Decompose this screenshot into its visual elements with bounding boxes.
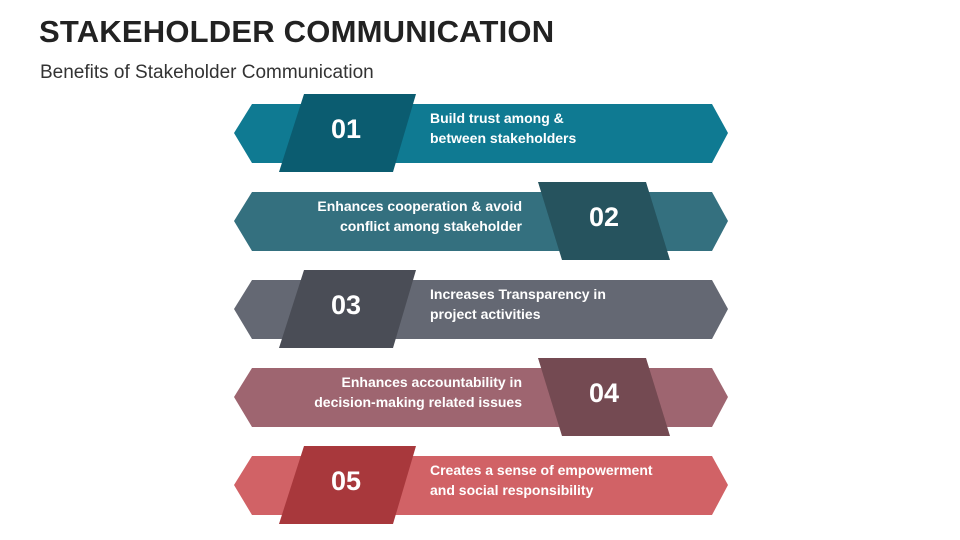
benefit-number-3: 03 [330,290,362,320]
benefit-banner-1 [234,94,728,172]
benefit-text-line: between stakeholders [430,129,577,146]
benefit-item-5: 05 Creates a sense of empowerment and so… [0,442,960,532]
benefit-number-1: 01 [330,114,362,144]
benefit-text-line: project activities [430,305,541,322]
benefit-text-5: Creates a sense of empowerment and socia… [430,461,700,500]
benefit-banner-3 [234,270,728,348]
benefit-text-line: decision-making related issues [314,393,522,410]
benefit-text-2: Enhances cooperation & avoid conflict am… [260,197,522,236]
benefit-text-line: Increases Transparency in [430,286,606,302]
benefit-number-5: 05 [330,466,362,496]
page-subtitle: Benefits of Stakeholder Communication [40,62,374,83]
benefit-text-line: Creates a sense of empowerment [430,462,653,478]
number-tab [279,446,416,524]
benefit-item-2: 02 Enhances cooperation & avoid conflict… [0,178,960,268]
benefit-number-4: 04 [588,378,620,408]
benefit-text-3: Increases Transparency in project activi… [430,285,700,324]
benefit-item-3: 03 Increases Transparency in project act… [0,266,960,356]
page-title: STAKEHOLDER COMMUNICATION [39,14,555,49]
number-tab [538,358,670,436]
benefit-text-line: Build trust among & [430,110,564,126]
number-tab [279,270,416,348]
benefit-text-line: and social responsibility [430,481,594,498]
benefit-text-1: Build trust among & between stakeholders [430,109,700,148]
number-tab [279,94,416,172]
benefit-text-4: Enhances accountability in decision-maki… [260,373,522,412]
benefit-banner-4 [234,358,728,436]
benefit-text-line: conflict among stakeholder [339,217,522,234]
benefit-text-line: Enhances accountability in [341,374,523,390]
benefit-text-line: Enhances cooperation & avoid [317,198,522,214]
benefit-item-1: 01 Build trust among & between stakehold… [0,90,960,180]
benefit-item-4: 04 Enhances accountability in decision-m… [0,354,960,444]
number-tab [538,182,670,260]
benefit-banner-2 [234,182,728,260]
benefit-number-2: 02 [588,202,620,232]
benefit-banner-5 [234,446,728,524]
